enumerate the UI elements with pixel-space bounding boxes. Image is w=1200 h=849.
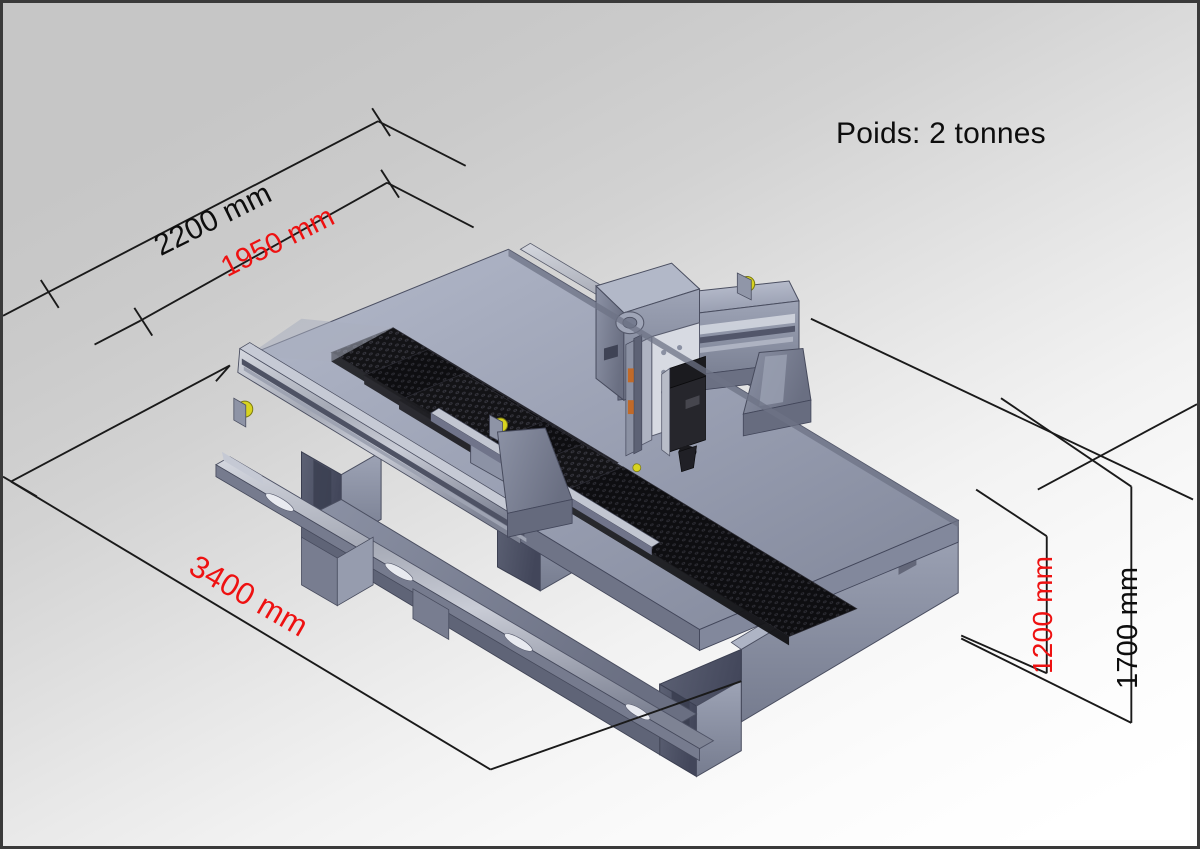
dimension-line-1700	[960, 397, 1133, 724]
gantry-support-left	[496, 427, 573, 538]
dimension-line-1950	[94, 169, 475, 346]
dimension-line-1200	[960, 488, 1048, 675]
dimension-construction-line	[1037, 403, 1197, 491]
dimension-leader-gantry	[810, 317, 1194, 501]
dimension-line-2200	[3, 107, 467, 317]
cnc-plasma-table-illustration	[215, 242, 960, 778]
linear-rail-left	[233, 342, 534, 545]
cable-tray	[215, 451, 715, 762]
dimension-annotation-layer	[3, 107, 1197, 771]
dimension-line-3400	[3, 364, 492, 771]
dimension-leader-front	[490, 680, 742, 771]
machine-assembly	[215, 242, 960, 778]
far-side-panel	[508, 249, 959, 528]
